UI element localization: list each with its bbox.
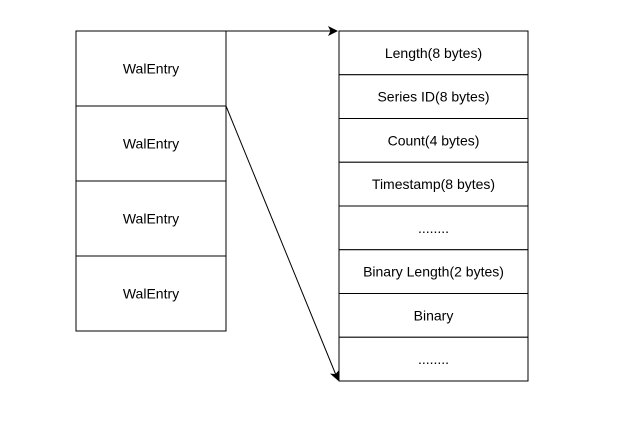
field-count: Count(4 bytes) [338,118,529,163]
wal-entry-block: WalEntry [75,105,227,182]
field-label: ........ [418,351,449,367]
field-ellipsis: ........ [338,336,529,382]
wal-entry-label: WalEntry [123,286,179,302]
wal-entry-block: WalEntry [75,255,227,332]
bottom-arrow [225,105,340,381]
wal-entry-block: WalEntry [75,30,227,107]
field-label: Length(8 bytes) [385,45,482,61]
field-binary-length: Binary Length(2 bytes) [338,249,529,294]
wal-entry-label: WalEntry [123,136,179,152]
field-label: ........ [418,220,449,236]
wal-entry-label: WalEntry [123,61,179,77]
field-label: Binary Length(2 bytes) [363,264,504,280]
wal-entry-block: WalEntry [75,180,227,257]
field-series-id: Series ID(8 bytes) [338,74,529,119]
field-label: Count(4 bytes) [388,132,480,148]
entry-field-column: Length(8 bytes) Series ID(8 bytes) Count… [338,30,529,382]
field-label: Binary [414,307,454,323]
wal-entry-column: WalEntry WalEntry WalEntry WalEntry [75,30,227,332]
field-label: Series ID(8 bytes) [377,89,489,105]
connector-arrows [225,26,340,381]
wal-entry-label: WalEntry [123,211,179,227]
field-ellipsis: ........ [338,205,529,251]
field-timestamp: Timestamp(8 bytes) [338,161,529,207]
field-label: Timestamp(8 bytes) [372,176,495,192]
field-length: Length(8 bytes) [338,30,529,76]
field-binary: Binary [338,293,529,338]
